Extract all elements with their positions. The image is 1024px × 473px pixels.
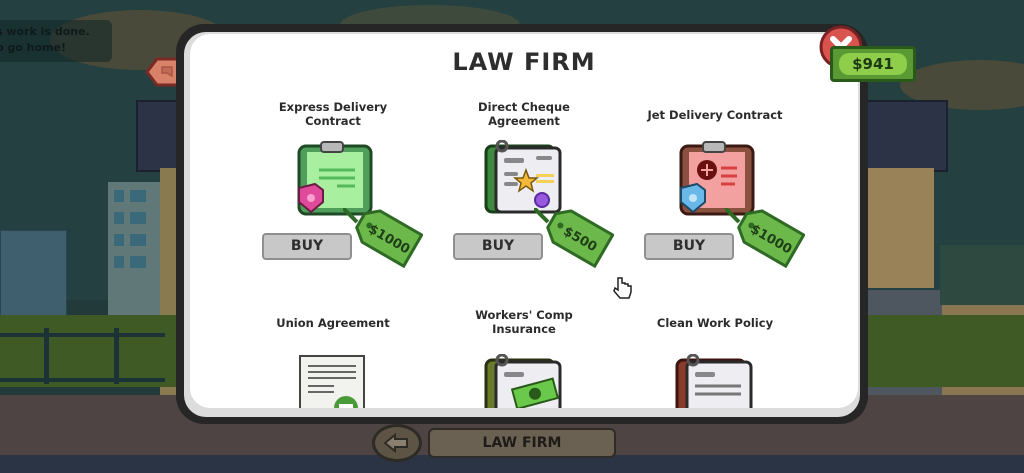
buy-button[interactable]: BUY xyxy=(644,233,734,260)
document-money-icon xyxy=(484,354,562,408)
item-card-clean-work-policy: Clean Work Policy xyxy=(630,316,800,408)
back-arrow-icon xyxy=(383,432,408,454)
item-card-express-delivery: Express Delivery Contract BUY xyxy=(248,100,423,300)
hand-cursor-icon xyxy=(613,277,632,299)
item-title: Clean Work Policy xyxy=(656,316,774,330)
notification-line-2: o go home! xyxy=(0,41,66,54)
wallet-balance: $941 xyxy=(830,46,916,82)
item-card-union-agreement: Union Agreement xyxy=(248,316,418,408)
notification-line-1: s work is done. xyxy=(0,25,90,38)
office-building xyxy=(108,182,164,322)
cheque-document-star-icon xyxy=(484,140,562,214)
buy-button[interactable]: BUY xyxy=(453,233,543,260)
building xyxy=(0,230,67,322)
item-title: Express Delivery Contract xyxy=(278,100,388,128)
law-firm-panel: LAW FIRM Express Delivery Contract xyxy=(176,24,868,424)
item-card-workers-comp: Workers' Comp Insurance xyxy=(439,308,609,408)
fence-rail xyxy=(0,378,165,382)
panel-content: LAW FIRM Express Delivery Contract xyxy=(190,34,858,408)
document-red-folder-icon xyxy=(675,354,753,408)
document-bank-icon xyxy=(299,355,365,408)
item-title: Direct Cheque Agreement xyxy=(478,100,570,128)
fence-post xyxy=(114,328,119,384)
red-clipboard-scales-icon xyxy=(679,141,755,216)
notification-toast: s work is done. o go home! xyxy=(0,20,112,62)
item-title: Workers' Comp Insurance xyxy=(475,308,573,336)
price-tag: $500 xyxy=(534,208,614,268)
item-card-jet-delivery: Jet Delivery Contract BUY xyxy=(630,100,805,300)
panel-frame: LAW FIRM Express Delivery Contract xyxy=(184,32,860,417)
price-tag: $1000 xyxy=(725,208,805,268)
item-card-direct-cheque: Direct Cheque Agreement BUY xyxy=(439,100,614,300)
curb xyxy=(0,455,1024,473)
item-title: Jet Delivery Contract xyxy=(647,108,783,122)
green-clipboard-contract-icon xyxy=(297,141,373,216)
price-tag: $1000 xyxy=(343,208,423,268)
fence-post xyxy=(44,328,49,384)
shop-wall-right xyxy=(864,168,934,288)
fence-rail xyxy=(0,333,165,337)
panel-title: LAW FIRM xyxy=(452,48,596,76)
bottom-back-button[interactable] xyxy=(372,424,422,462)
shop-roof-right xyxy=(864,100,948,172)
wallet-amount: $941 xyxy=(839,53,907,75)
buy-button[interactable]: BUY xyxy=(262,233,352,260)
hill xyxy=(940,245,1024,305)
item-title: Union Agreement xyxy=(276,316,390,330)
location-label: LAW FIRM xyxy=(428,428,616,458)
